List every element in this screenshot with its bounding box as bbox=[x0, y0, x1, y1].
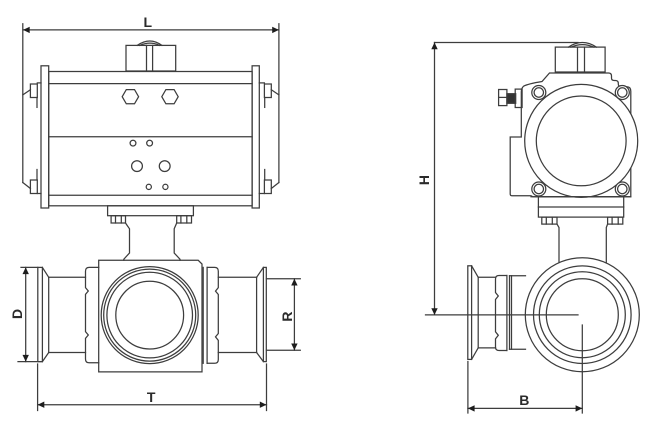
svg-text:R: R bbox=[279, 311, 295, 321]
svg-text:D: D bbox=[9, 309, 25, 319]
svg-text:H: H bbox=[416, 175, 432, 185]
svg-text:L: L bbox=[144, 14, 153, 30]
svg-text:T: T bbox=[147, 389, 156, 405]
svg-text:B: B bbox=[519, 392, 529, 408]
